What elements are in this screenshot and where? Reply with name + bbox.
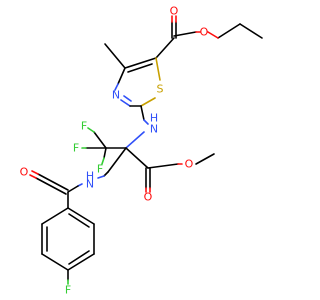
atom-f-1: F <box>81 120 87 133</box>
atom-n-link: N <box>150 123 158 136</box>
atom-label-layer: O O S N H N F F F O O H N O F <box>20 5 209 297</box>
atom-f-2: F <box>73 142 79 155</box>
atom-o-methyl-ester-ether: O <box>185 158 194 171</box>
molecule-diagram: O O S N H N F F F O O H N O F <box>20 5 263 297</box>
atom-n-ring: N <box>112 89 120 102</box>
atom-f-3: F <box>97 163 103 176</box>
atom-n-amide: N <box>86 178 94 191</box>
bond-layer <box>29 15 263 285</box>
atom-o-amide: O <box>20 166 29 179</box>
atom-o-ester-carbonyl: O <box>170 5 179 18</box>
atom-o-ester-ether: O <box>200 26 209 39</box>
atom-o-methyl-ester-carbonyl: O <box>144 191 153 204</box>
atom-s-ring: S <box>157 83 164 96</box>
atom-nh-amide-h: H <box>86 170 94 183</box>
atom-nh-link-h: H <box>150 112 158 125</box>
atom-f-aryl: F <box>65 284 71 297</box>
